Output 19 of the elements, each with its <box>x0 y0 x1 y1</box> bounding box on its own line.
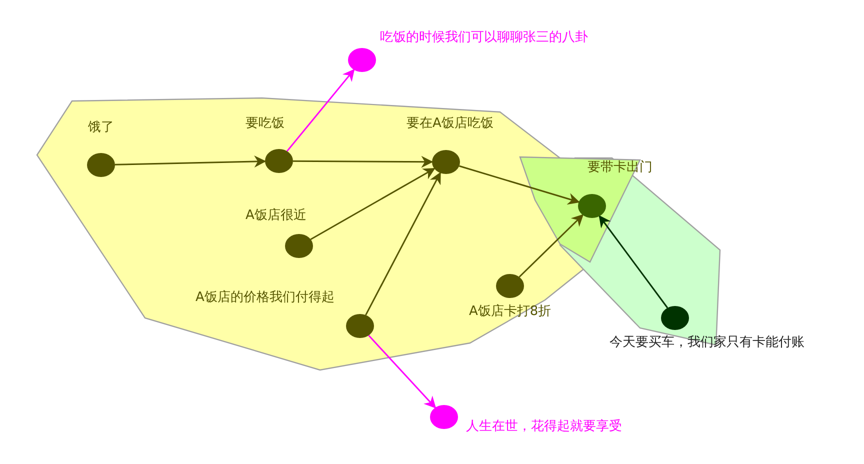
arrow <box>365 172 441 316</box>
arrow <box>598 215 668 308</box>
arrow <box>286 68 355 152</box>
node-label: 饿了 <box>88 120 114 136</box>
arrow <box>518 214 584 278</box>
node-label: A饭店的价格我们付得起 <box>196 290 334 306</box>
node-label: 要在A饭店吃饭 <box>406 116 494 132</box>
node-label: 人生在世，花得起就要享受 <box>466 419 622 435</box>
arrow <box>310 168 436 240</box>
node-label: 今天要买车，我们家只有卡能付账 <box>610 335 804 351</box>
node-circle <box>430 405 458 429</box>
node-label: A饭店很近 <box>246 208 306 224</box>
node-circle <box>348 48 376 72</box>
arrow <box>293 156 434 168</box>
node-label: 要吃饭 <box>246 116 284 132</box>
arrow <box>458 165 580 205</box>
arrow <box>368 334 436 408</box>
node-label: 吃饭的时候我们可以聊聊张三的八卦 <box>380 30 588 46</box>
arrow <box>114 156 266 168</box>
